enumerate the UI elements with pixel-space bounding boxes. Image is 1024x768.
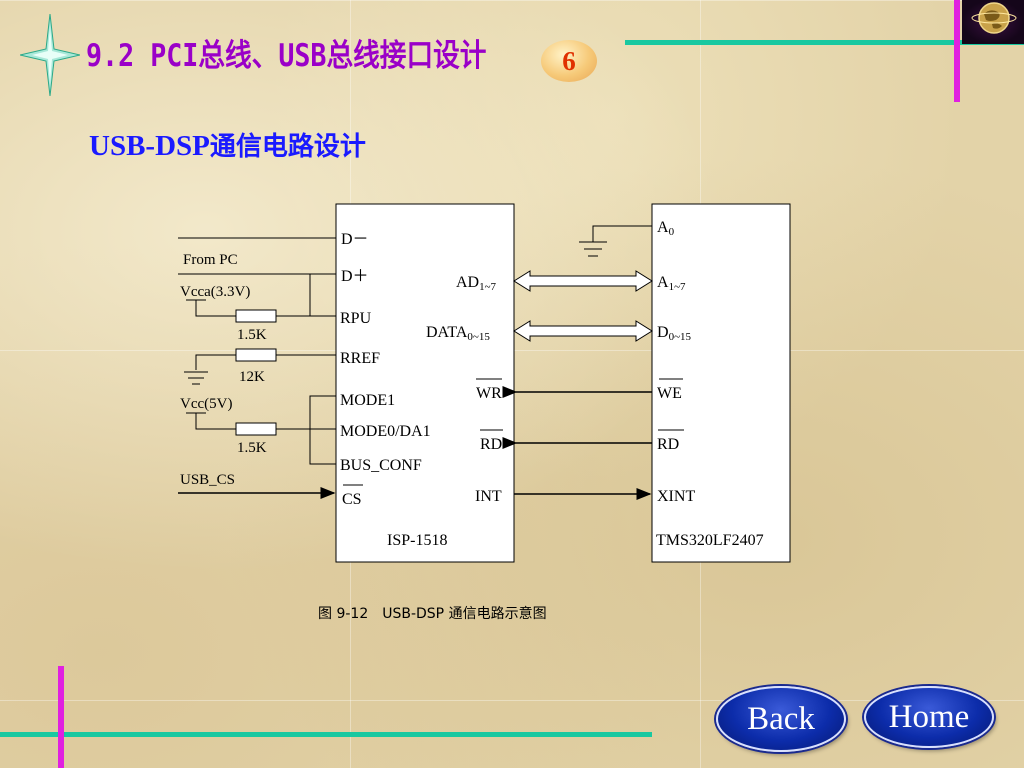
sparkle-star-icon — [20, 14, 80, 96]
pin-data: DATA0~15 — [426, 324, 490, 343]
isp-chip-name: ISP-1518 — [387, 532, 447, 549]
a0-ground-wire — [592, 225, 652, 242]
subtitle-cn: 通信电路设计 — [209, 132, 366, 162]
pin-rpu: RPU — [340, 310, 372, 327]
vcca-label: Vcca(3.3V) — [180, 284, 250, 300]
back-button[interactable]: Back — [716, 686, 846, 752]
pin-a0: A0 — [657, 219, 675, 238]
r2-value: 12K — [239, 369, 265, 385]
vcc-label: Vcc(5V) — [180, 396, 232, 412]
top-right-magenta-bar — [954, 0, 960, 102]
home-button[interactable]: Home — [864, 686, 994, 748]
pin-rd-isp: RD — [480, 436, 502, 453]
resistor-r1 — [235, 309, 277, 323]
pin-d-minus: D－ — [341, 231, 369, 248]
tms320-chip — [651, 203, 791, 563]
top-right-green-bar — [625, 40, 1024, 45]
pin-xint: XINT — [657, 488, 695, 505]
dsp-chip-name: TMS320LF2407 — [656, 532, 764, 549]
pin-wr: WR — [476, 385, 502, 402]
pin-rd-dsp: RD — [657, 436, 679, 453]
pin-a1-7: A1~7 — [657, 274, 686, 293]
mode-pins-tie — [309, 395, 336, 465]
pin-rref: RREF — [340, 350, 380, 367]
globe-logo-icon — [962, 0, 1024, 44]
usb-cs-label: USB_CS — [180, 472, 235, 488]
subtitle-en: USB-DSP — [89, 130, 210, 162]
pin-mode0-da1: MODE0/DA1 — [340, 423, 431, 440]
r1-value: 1.5K — [237, 327, 267, 343]
r3-value: 1.5K — [237, 440, 267, 456]
page-number-badge: 6 — [541, 40, 597, 82]
pin-cs: CS — [342, 491, 362, 508]
isp1518-chip — [335, 203, 515, 563]
pin-we: WE — [657, 385, 682, 402]
slide-title: 9.2 PCI总线、USB总线接口设计 — [86, 38, 487, 74]
figure-caption: 图 9-12 USB-DSP 通信电路示意图 — [318, 606, 547, 622]
ad-bus-arrow — [513, 270, 653, 292]
bottom-left-green-bar — [0, 732, 652, 737]
resistor-r2 — [235, 348, 277, 362]
bottom-left-magenta-bar — [58, 666, 64, 768]
resistor-r3 — [235, 422, 277, 436]
pin-d-plus: D＋ — [341, 268, 369, 285]
pin-mode1: MODE1 — [340, 392, 395, 409]
pin-bus-conf: BUS_CONF — [340, 457, 422, 474]
pin-d0-15: D0~15 — [657, 324, 692, 343]
pin-ad: AD1~7 — [456, 274, 497, 293]
section-subtitle: USB-DSP通信电路设计 — [89, 126, 366, 163]
from-pc-label: From PC — [183, 252, 238, 268]
data-bus-arrow — [513, 320, 653, 342]
pin-int: INT — [475, 488, 502, 505]
